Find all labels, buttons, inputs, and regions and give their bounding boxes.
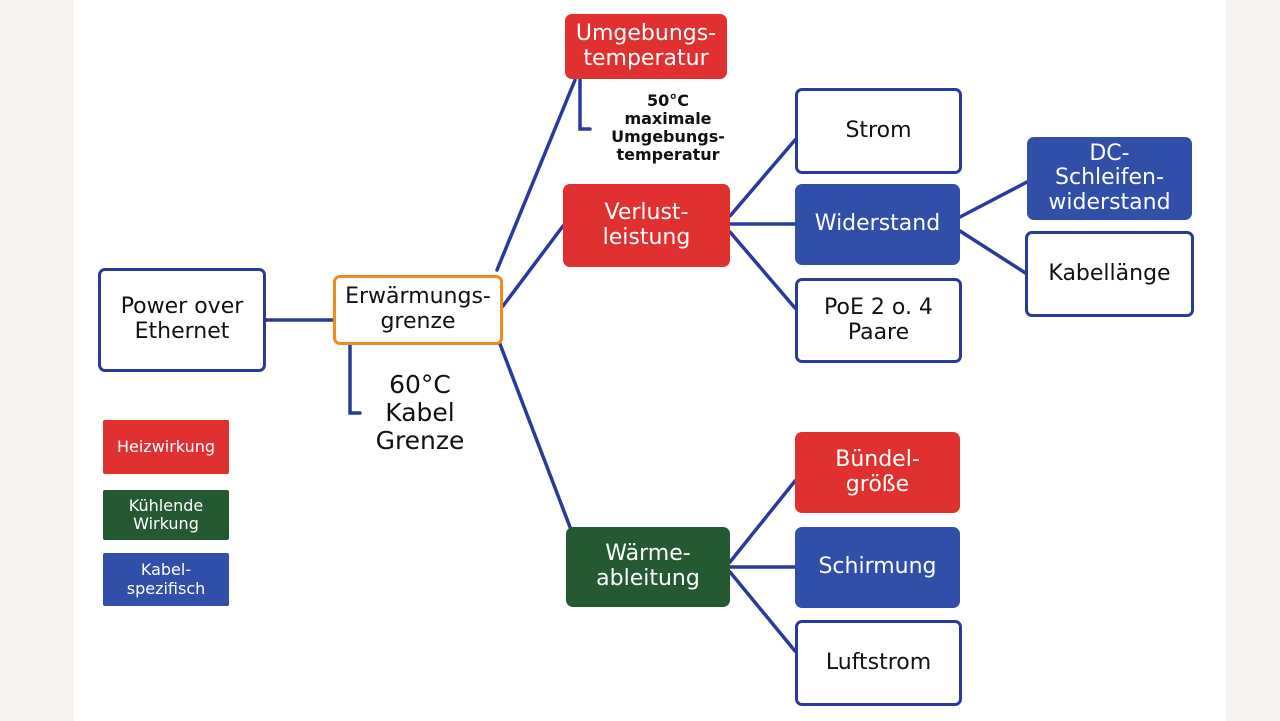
line-limit-to-ambient (495, 78, 577, 272)
line-resistance-to-length (958, 229, 1029, 276)
node-poe-pairs: PoE 2 o. 4 Paare (795, 278, 962, 363)
line-dissipation-to-bundle (728, 479, 797, 564)
line-limit-to-dissipation (498, 342, 572, 529)
line-limit-to-loss (501, 224, 565, 308)
line-dissipation-to-airflow (728, 570, 797, 653)
node-resistance: Widerstand (795, 184, 960, 265)
node-dc-loop-resistance: DC- Schleifen- widerstand (1027, 137, 1192, 220)
note-ambient-max: 50°C maximale Umgebungs- temperatur (611, 91, 725, 164)
note-cable-limit: 60°C Kabel Grenze (375, 370, 465, 455)
line-resistance-to-dcloop (958, 180, 1029, 219)
line-loss-to-pairs (728, 230, 797, 310)
node-bundle-size: Bündel- größe (795, 432, 960, 513)
bracket-cable-limit (348, 343, 362, 415)
node-power-loss: Verlust- leistung (563, 184, 730, 267)
legend-cable-specific: Kabel- spezifisch (103, 553, 229, 606)
node-airflow: Luftstrom (795, 620, 962, 706)
node-shielding: Schirmung (795, 527, 960, 608)
node-power-over-ethernet: Power over Ethernet (98, 268, 266, 372)
bracket-ambient (578, 78, 592, 131)
node-current: Strom (795, 88, 962, 174)
node-cable-length: Kabellänge (1025, 231, 1194, 317)
node-heating-limit: Erwärmungs- grenze (333, 275, 503, 345)
line-loss-to-current (728, 138, 797, 218)
legend-cooling: Kühlende Wirkung (103, 490, 229, 540)
node-ambient-temperature: Umgebungs- temperatur (565, 14, 727, 79)
node-heat-dissipation: Wärme- ableitung (566, 527, 730, 607)
legend-heating: Heizwirkung (103, 420, 229, 474)
